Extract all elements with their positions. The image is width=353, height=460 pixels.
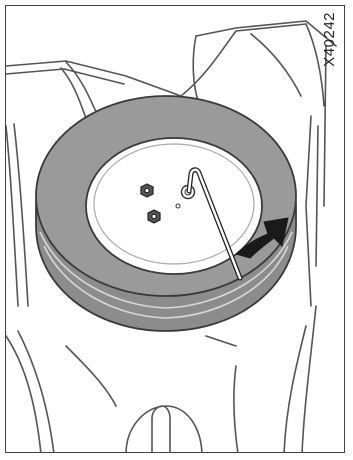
- figure-code-label: X40242: [321, 12, 338, 67]
- wing-nut-icon: [148, 210, 160, 223]
- illustration-frame: X40242: [5, 5, 345, 453]
- wheel-rim: [86, 138, 262, 274]
- wing-nut-icon: [141, 184, 153, 197]
- spare-tire-diagram: [6, 6, 345, 453]
